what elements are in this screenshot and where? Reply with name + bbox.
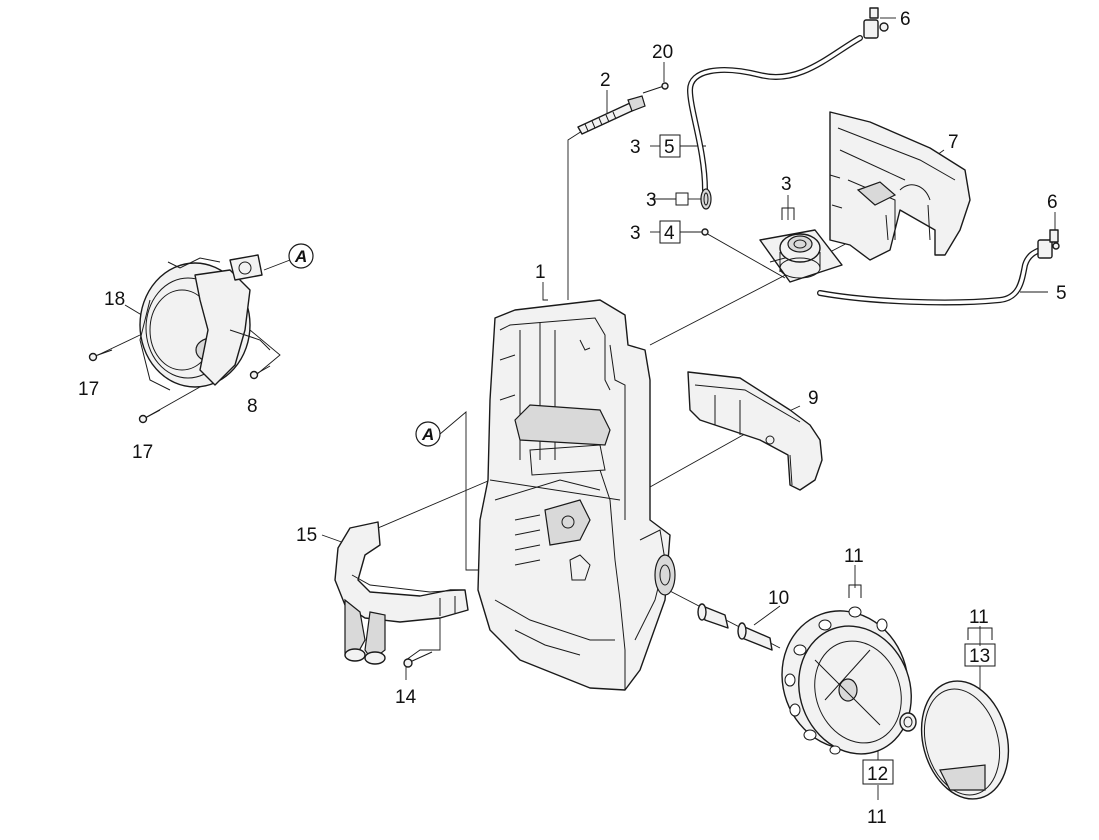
callout-6-right: 6 <box>1047 192 1058 213</box>
callout-8: 8 <box>247 396 258 417</box>
part-cover-7 <box>829 111 971 261</box>
part-hose-upper-5 <box>686 35 863 193</box>
callout-3-hose: 3 <box>630 137 641 158</box>
part-screw-17-bottom <box>138 409 161 424</box>
callout-10: 10 <box>768 588 789 609</box>
callout-11-bottom: 11 <box>867 807 887 828</box>
part-main-housing-1 <box>477 299 676 691</box>
part-handle-15 <box>334 521 469 665</box>
part-screw-8 <box>249 365 271 380</box>
callout-20: 20 <box>652 42 673 63</box>
part-hubcap-13 <box>920 680 1010 800</box>
part-cable-reel-18 <box>139 254 271 391</box>
callout-3-oring: 3 <box>630 223 641 244</box>
callout-labels: 1 2 20 3 5 3 3 4 3 6 7 6 5 9 10 11 11 13… <box>78 9 1067 828</box>
callout-9: 9 <box>808 388 819 409</box>
callout-11-right: 11 <box>969 607 989 628</box>
part-seals-3-4 <box>700 188 712 236</box>
callout-4: 4 <box>664 223 675 244</box>
callout-13: 13 <box>969 646 990 667</box>
callout-18: 18 <box>104 289 125 310</box>
reference-a-top: A <box>288 243 314 269</box>
part-axle-10 <box>697 603 773 651</box>
part-washer-12 <box>899 712 917 732</box>
callout-5-right: 5 <box>1056 283 1067 304</box>
part-hose-right-5 <box>817 247 1043 306</box>
callout-boxes <box>659 134 996 785</box>
part-screw-14 <box>403 651 433 668</box>
callout-17-bottom: 17 <box>132 442 153 463</box>
reference-a-mid: A <box>415 421 441 447</box>
callout-15: 15 <box>296 525 317 546</box>
reference-a-top-label: A <box>294 247 307 266</box>
callout-12: 12 <box>867 764 888 785</box>
callout-5-upper: 5 <box>664 137 675 158</box>
part-connector-top-6 <box>863 7 889 39</box>
callout-1: 1 <box>535 262 546 283</box>
callout-11-top: 11 <box>844 546 864 567</box>
callout-2: 2 <box>600 70 611 91</box>
callout-7: 7 <box>948 132 959 153</box>
part-mounting-plate <box>759 229 843 283</box>
callout-6-top: 6 <box>900 9 911 30</box>
callout-3-plate: 3 <box>781 174 792 195</box>
callout-17-left: 17 <box>78 379 99 400</box>
part-wheel-11 <box>781 606 912 755</box>
part-threaded-rod-2 <box>577 95 646 135</box>
part-screw-20 <box>642 82 669 94</box>
callout-14: 14 <box>395 687 417 708</box>
reference-a-mid-label: A <box>421 425 434 444</box>
part-screw-17-left <box>88 349 113 362</box>
callout-3-seal: 3 <box>646 190 657 211</box>
part-connector-right-6 <box>1037 229 1060 259</box>
part-rear-cover-9 <box>687 371 823 491</box>
